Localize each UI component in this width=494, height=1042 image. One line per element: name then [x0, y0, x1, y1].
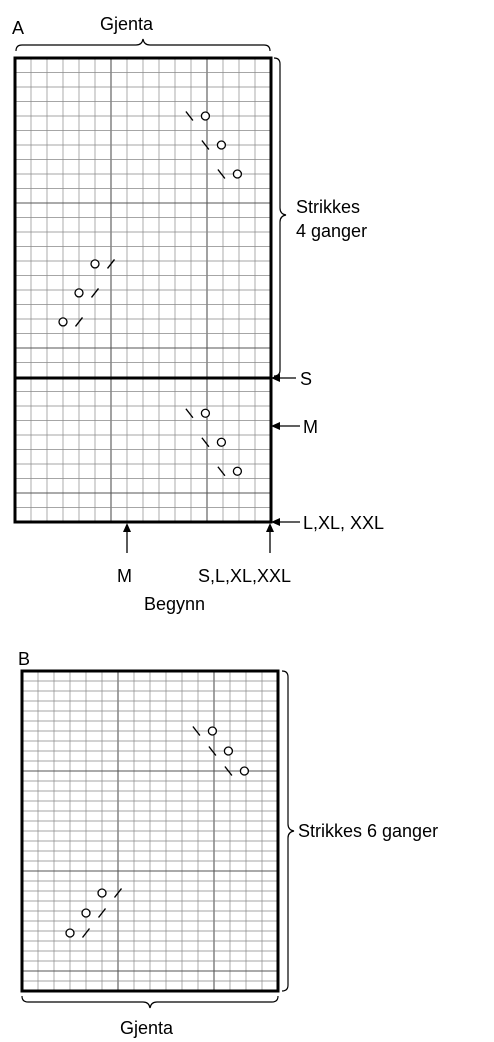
chart-a-repeat-label: Gjenta	[100, 14, 154, 34]
chart-b-decrease-symbol	[224, 766, 233, 776]
chart-b-right-brace	[281, 670, 295, 992]
chart-b-symbols	[65, 726, 250, 938]
chart-a-yarnover-symbol	[74, 288, 84, 298]
chart-a-yarnover-symbol	[232, 169, 243, 179]
chart-b-yarnover-symbol	[65, 928, 75, 938]
chart-b-decrease-symbol	[208, 746, 217, 756]
chart-b-repeat-count: Strikkes 6 ganger	[298, 821, 438, 841]
chart-a-right-brace	[273, 57, 287, 377]
chart-b-decrease-symbol	[113, 888, 123, 898]
bottom-m-label: M	[117, 566, 132, 586]
chart-a-decrease-symbol	[185, 111, 194, 121]
bottom-m-arrow	[123, 523, 131, 553]
chart-b-decrease-symbol	[97, 908, 107, 918]
chart-a-decrease-symbol	[90, 287, 100, 298]
chart-b-yarnover-symbol	[81, 908, 91, 918]
chart-b-decrease-symbol	[81, 928, 91, 938]
bottom-sizes-label: S,L,XL,XXL	[198, 566, 291, 586]
chart-a-yarnover-symbol	[90, 259, 100, 269]
chart-b-yarnover-symbol	[207, 726, 218, 736]
chart-a-grid	[13, 56, 273, 524]
chart-b-border	[20, 669, 280, 993]
chart-a-decrease-symbol	[217, 466, 226, 477]
chart-b-yarnover-symbol	[239, 766, 250, 776]
marker-l-arrow	[271, 518, 300, 526]
chart-a-repeat-count-line1: Strikkes	[296, 197, 360, 217]
marker-s-label: S	[300, 369, 312, 389]
chart-a-yarnover-symbol	[200, 111, 211, 121]
chart-b-yarnover-symbol	[223, 746, 234, 756]
chart-a-letter: A	[12, 18, 24, 38]
chart-a-decrease-symbol	[217, 169, 226, 179]
chart-a-decrease-symbol	[201, 140, 210, 150]
marker-l-label: L,XL, XXL	[303, 513, 384, 533]
chart-b-repeat-label: Gjenta	[120, 1018, 174, 1038]
marker-m-label: M	[303, 417, 318, 437]
marker-m-arrow	[271, 422, 300, 430]
chart-a-repeat-count-line2: 4 ganger	[296, 221, 367, 241]
chart-b-grid	[20, 669, 280, 993]
chart-a-yarnover-symbol	[200, 408, 211, 418]
chart-a-yarnover-symbol	[58, 317, 68, 327]
marker-s-arrow	[271, 374, 296, 382]
chart-a-decrease-symbol	[74, 316, 84, 327]
chart-a-decrease-symbol	[106, 258, 116, 269]
chart-b-letter: B	[18, 649, 30, 669]
chart-a-symbols	[58, 111, 243, 477]
chart-a-decrease-symbol	[185, 408, 194, 419]
start-label: Begynn	[144, 594, 205, 614]
chart-a-top-brace	[15, 38, 271, 52]
chart-a-decrease-symbol	[201, 437, 210, 448]
chart-b-bottom-brace	[21, 995, 279, 1009]
chart-b-yarnover-symbol	[97, 888, 107, 898]
chart-a-yarnover-symbol	[216, 140, 227, 150]
bottom-sizes-arrow	[266, 523, 274, 553]
chart-a-border	[13, 56, 273, 524]
chart-a-yarnover-symbol	[216, 437, 227, 447]
chart-a-yarnover-symbol	[232, 466, 243, 476]
chart-b-decrease-symbol	[192, 726, 201, 736]
